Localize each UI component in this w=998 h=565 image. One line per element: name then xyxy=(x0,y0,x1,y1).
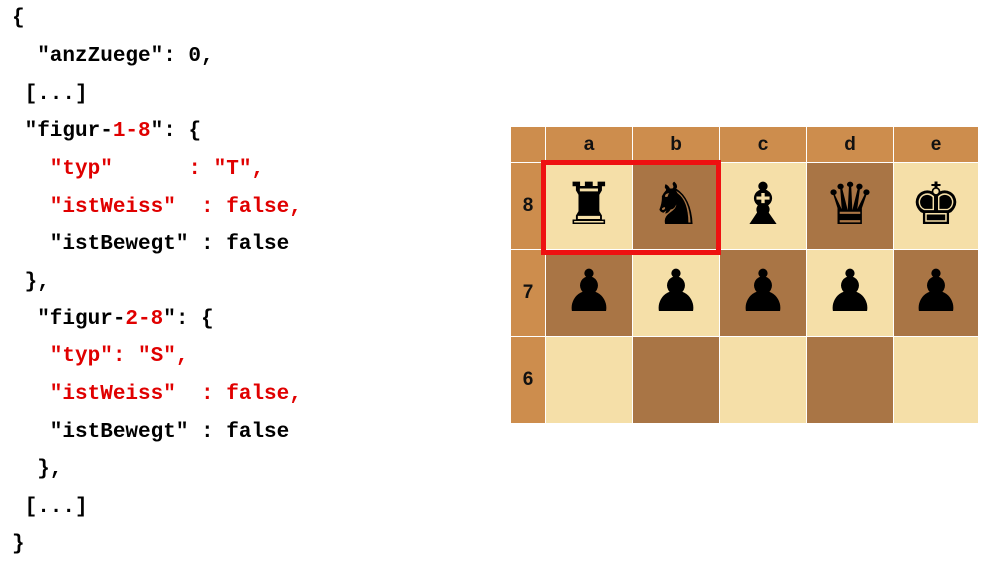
black-queen-icon: ♛ xyxy=(824,170,876,238)
file-label-a: a xyxy=(546,127,632,162)
board-corner xyxy=(511,127,545,162)
code-line: "istBewegt" : false xyxy=(12,420,289,446)
file-label-c: c xyxy=(720,127,806,162)
square-d6 xyxy=(807,337,893,423)
file-label-e: e xyxy=(894,127,978,162)
code-text: ": { xyxy=(163,308,214,331)
square-d7: ♟ xyxy=(807,250,893,336)
code-highlight-text: "istWeiss" : false, xyxy=(12,383,302,406)
code-highlight-text: 2-8 xyxy=(125,308,164,331)
code-line: [...] xyxy=(12,495,88,521)
code-text: { xyxy=(12,7,25,30)
square-c7: ♟ xyxy=(720,250,806,336)
code-text: }, xyxy=(12,458,63,481)
code-highlight-text: "typ": "S", xyxy=(12,345,189,368)
code-text: "figur- xyxy=(12,120,113,143)
square-c6 xyxy=(720,337,806,423)
code-line: "figur-1-8": { xyxy=(12,119,201,145)
code-highlight-text: "typ" : "T", xyxy=(12,158,265,181)
square-e7: ♟ xyxy=(894,250,978,336)
code-line: "anzZuege": 0, xyxy=(12,44,214,70)
black-pawn-icon: ♟ xyxy=(650,257,702,325)
square-b6 xyxy=(633,337,719,423)
code-line: "figur-2-8": { xyxy=(12,307,214,333)
code-text: "figur- xyxy=(12,308,126,331)
code-highlight-text: 1-8 xyxy=(112,120,151,143)
black-pawn-icon: ♟ xyxy=(737,257,789,325)
rank-label-6: 6 xyxy=(511,337,545,423)
black-rook-icon: ♜ xyxy=(563,170,615,238)
code-line: "istBewegt" : false xyxy=(12,232,289,258)
rank-label-7: 7 xyxy=(511,250,545,336)
code-text: "anzZuege": 0, xyxy=(12,45,214,68)
file-label-b: b xyxy=(633,127,719,162)
black-king-icon: ♚ xyxy=(910,170,962,238)
code-text: [...] xyxy=(12,83,88,106)
black-bishop-icon: ♝ xyxy=(737,170,789,238)
code-text: } xyxy=(12,533,25,556)
black-pawn-icon: ♟ xyxy=(910,257,962,325)
square-c8: ♝ xyxy=(720,163,806,249)
code-text: }, xyxy=(12,271,50,294)
code-text: "istBewegt" : false xyxy=(12,233,290,256)
code-line: }, xyxy=(12,457,62,483)
square-e6 xyxy=(894,337,978,423)
square-b8: ♞ xyxy=(633,163,719,249)
black-pawn-icon: ♟ xyxy=(563,257,615,325)
highlight-frame-a8-b8 xyxy=(541,160,721,255)
square-d8: ♛ xyxy=(807,163,893,249)
code-text: [...] xyxy=(12,496,88,519)
code-line: }, xyxy=(12,270,50,296)
square-b7: ♟ xyxy=(633,250,719,336)
code-text: ": { xyxy=(150,120,202,143)
square-a7: ♟ xyxy=(546,250,632,336)
json-code-block: { "anzZuege": 0, [...] "figur-1-8": { "t… xyxy=(0,0,480,565)
file-label-d: d xyxy=(807,127,893,162)
code-line: } xyxy=(12,532,25,558)
code-line: "istWeiss" : false, xyxy=(12,382,302,408)
rank-label-8: 8 xyxy=(511,163,545,249)
code-line: [...] xyxy=(12,82,88,108)
black-pawn-icon: ♟ xyxy=(824,257,876,325)
code-line: { xyxy=(12,6,25,32)
black-knight-icon: ♞ xyxy=(650,170,702,238)
square-e8: ♚ xyxy=(894,163,978,249)
code-line: "istWeiss" : false, xyxy=(12,195,302,221)
square-a8: ♜ xyxy=(546,163,632,249)
code-line: "typ" : "T", xyxy=(12,157,264,183)
code-text: "istBewegt" : false xyxy=(12,421,290,444)
code-line: "typ": "S", xyxy=(12,344,189,370)
square-a6 xyxy=(546,337,632,423)
code-highlight-text: "istWeiss" : false, xyxy=(12,196,302,219)
